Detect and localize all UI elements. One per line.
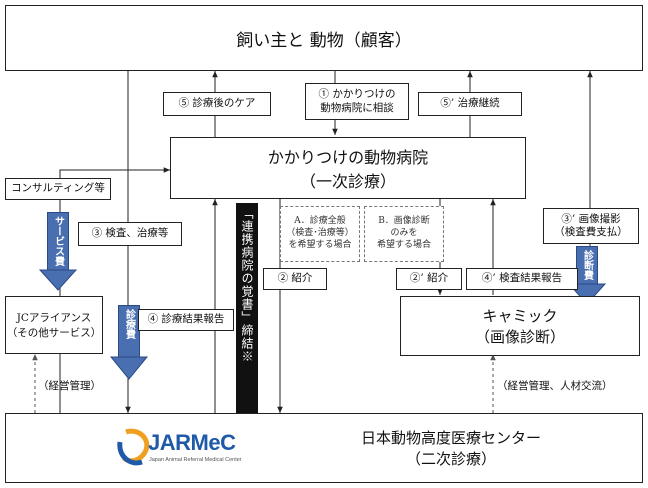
owner-box: 飼い主と 動物（顧客） bbox=[5, 5, 643, 71]
label-report: ④ 診療結果報告 bbox=[138, 309, 234, 331]
fee-label-treatment: 診療費 bbox=[123, 309, 135, 339]
fee-arrowhead-service bbox=[38, 269, 78, 291]
label-care-after: ⑤ 診療後のケア bbox=[163, 92, 271, 116]
camic-box: キャミック （画像診断） bbox=[400, 296, 640, 356]
fee-arrow-service: サービス費 bbox=[38, 212, 78, 292]
primary-hospital-name: かかりつけの動物病院 bbox=[267, 148, 429, 167]
jarmec-type: （二次診療） bbox=[405, 450, 496, 468]
label-imaging: ③’ 画像撮影 （検査費支払） bbox=[543, 208, 639, 244]
jarmec-title: 日本動物高度医療センター （二次診療） bbox=[266, 414, 636, 482]
label-management: （経営管理） bbox=[38, 380, 101, 392]
fee-arrowhead-diagnosis bbox=[567, 283, 607, 305]
option-a: A．診療全般 （検査･治療等） を希望する場合 bbox=[280, 206, 360, 262]
fee-arrowhead-treatment bbox=[109, 356, 149, 380]
camic-name: キャミック bbox=[482, 307, 558, 325]
label-exam-treatment: ③ 検査、治療等 bbox=[78, 222, 182, 246]
agreement-band: 「連携病院の覚書」締結※ bbox=[236, 203, 258, 415]
label-referral: ② 紹介 bbox=[263, 268, 327, 290]
camic-type: （画像診断） bbox=[474, 328, 565, 346]
owner-title: 飼い主と 動物（顧客） bbox=[236, 30, 412, 51]
jarmec-logo-icon bbox=[117, 428, 150, 466]
label-continue-treatment: ⑤’ 治療継続 bbox=[418, 92, 522, 116]
jc-alliance-box: JCアライアンス （その他サービス） bbox=[5, 296, 103, 354]
option-b: B．画像診断 のみを 希望する場合 bbox=[364, 206, 444, 262]
jarmec-name: 日本動物高度医療センター bbox=[360, 429, 541, 447]
jarmec-logo-subtext: Japan Animal Referral Medical Center bbox=[149, 457, 242, 463]
fee-label-service: サービス費 bbox=[52, 216, 64, 266]
fee-label-diagnosis: 診断費 bbox=[581, 250, 593, 280]
label-referral-prime: ②’ 紹介 bbox=[396, 268, 462, 290]
jarmec-box: JARMeC Japan Animal Referral Medical Cen… bbox=[5, 413, 643, 483]
agreement-text: 「連携病院の覚書」締結※ bbox=[240, 207, 254, 363]
jc-alliance-name: JCアライアンス bbox=[16, 312, 92, 324]
label-consulting: コンサルティング等 bbox=[5, 178, 111, 200]
jarmec-logo: JARMeC Japan Animal Referral Medical Cen… bbox=[116, 426, 251, 472]
jarmec-logo-text: JARMeC bbox=[148, 430, 236, 455]
label-exam-report: ④’ 検査結果報告 bbox=[466, 268, 578, 290]
label-consult: ① かかりつけの 動物病院に相談 bbox=[305, 83, 409, 120]
fee-arrow-diagnosis: 診断費 bbox=[567, 246, 607, 306]
primary-hospital-box: かかりつけの動物病院 （一次診療） bbox=[170, 137, 526, 199]
jc-alliance-type: （その他サービス） bbox=[6, 327, 102, 339]
label-management-hr: （経営管理、人材交流） bbox=[497, 380, 613, 392]
fee-arrow-treatment: 診療費 bbox=[109, 305, 149, 381]
primary-hospital-type: （一次診療） bbox=[299, 172, 396, 191]
